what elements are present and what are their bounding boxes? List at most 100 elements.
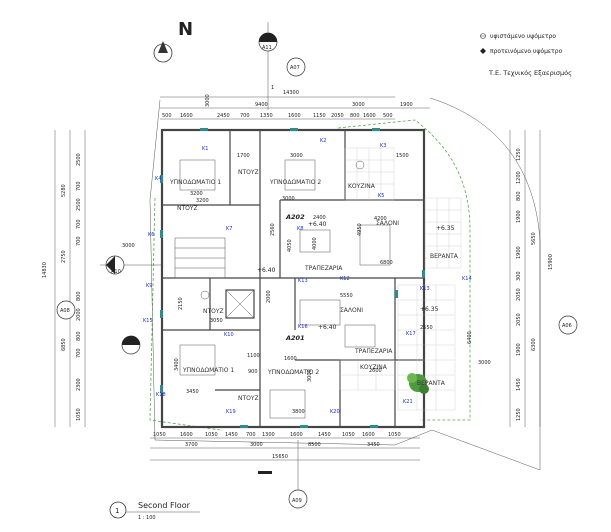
svg-text:3050: 3050 [210,318,223,324]
svg-text:1500: 1500 [396,153,409,159]
legend-proposed-level: προτεινόμενο υψόμετρο [490,48,563,55]
svg-text:6300: 6300 [531,338,537,351]
svg-text:500: 500 [162,113,172,119]
svg-text:3400: 3400 [174,358,180,371]
svg-text:1: 1 [271,85,274,91]
svg-text:K2: K2 [320,138,326,144]
svg-text:1450: 1450 [318,432,331,438]
window-markers [160,128,425,428]
svg-text:+6.40: +6.40 [257,267,276,274]
svg-text:15650: 15650 [272,454,288,460]
svg-text:3800: 3800 [292,409,305,415]
svg-text:2560: 2560 [270,223,276,236]
room-labels: ΥΠΝΟΔΩΜΑΤΙΟ 1 ΝΤΟΥΖ ΥΠΝΟΔΩΜΑΤΙΟ 2 ΚΟΥΖΙΝ… [169,169,459,402]
legend: υφιστάμενο υψόμετρο προτεινόμενο υψόμετρ… [480,33,572,77]
svg-text:3000: 3000 [478,360,491,366]
svg-text:2000: 2000 [76,308,82,321]
svg-text:K12: K12 [340,276,350,282]
bottom-dimensions: 1050 1600 1050 1450 700 1300 1600 1450 1… [150,432,420,461]
svg-text:6850: 6850 [61,338,67,351]
svg-text:+6.40: +6.40 [318,324,337,331]
svg-text:1600: 1600 [362,432,375,438]
svg-text:6400: 6400 [467,331,473,344]
svg-text:A11: A11 [262,45,272,51]
svg-text:4000: 4000 [312,237,318,250]
svg-text:2050: 2050 [516,313,522,326]
svg-text:3000: 3000 [290,153,303,159]
svg-text:3200: 3200 [190,191,203,197]
svg-text:2400: 2400 [313,215,326,221]
svg-text:300: 300 [516,271,522,281]
legend-datum: Τ.Ε. Τεχνικός Εξαερισμός [488,69,572,77]
svg-text:1700: 1700 [237,153,250,159]
svg-text:K9: K9 [146,283,152,289]
drawing-title: Second Floor [138,501,191,510]
section-marker-a08: A08 [56,300,76,320]
svg-text:2050: 2050 [516,288,522,301]
svg-text:1600: 1600 [363,113,376,119]
svg-text:A07: A07 [290,65,300,71]
drawing-scale: 1 : 100 [138,515,156,521]
svg-text:700: 700 [240,113,250,119]
north-arrow-icon [153,41,173,63]
svg-text:1050: 1050 [76,408,82,421]
svg-text:700: 700 [76,348,82,358]
svg-text:1250: 1250 [516,148,522,161]
svg-text:1050: 1050 [388,432,401,438]
svg-text:700: 700 [76,236,82,246]
svg-text:1050: 1050 [342,432,355,438]
svg-text:A08: A08 [60,308,70,314]
svg-text:1900: 1900 [516,246,522,259]
svg-text:1900: 1900 [516,343,522,356]
svg-text:2050: 2050 [331,113,344,119]
svg-text:3200: 3200 [196,198,209,204]
svg-text:1150: 1150 [313,113,326,119]
proposed-level-icon [480,48,486,54]
svg-text:700: 700 [76,219,82,229]
existing-level-icon [480,33,486,39]
svg-text:3450: 3450 [186,389,199,395]
section-marker-a11: A11 [258,22,278,110]
tile-grid-top [344,147,462,269]
svg-text:A10: A10 [111,269,121,275]
section-marker-a10: A10 [100,255,162,275]
svg-text:1200: 1200 [516,171,522,184]
svg-text:1050: 1050 [205,432,218,438]
svg-text:800: 800 [76,291,82,301]
section-marker-a09: A09 [288,440,308,509]
right-dimensions: 15900 5650 6300 1250 1200 800 1900 1900 … [509,130,554,427]
svg-text:1450: 1450 [516,378,522,391]
svg-text:1900: 1900 [516,210,522,223]
furniture [179,159,391,419]
drawing-number: 1 [115,507,119,515]
svg-text:A09: A09 [292,498,302,504]
svg-text:2500: 2500 [76,153,82,166]
svg-text:4050: 4050 [287,239,293,252]
svg-text:A06: A06 [562,323,572,329]
svg-text:K7: K7 [226,226,232,232]
svg-text:+6.35: +6.35 [420,306,439,313]
room-veranda-top: ΒΕΡΑΝΤΑ [430,253,459,260]
section-marker-a06: A06 [558,315,578,335]
svg-text:4950: 4950 [357,223,363,236]
window-tags: K1 K2 K3 K4 K5 K6 K7 K8 K9 K10 K12 K13 K… [143,138,472,415]
svg-text:1600: 1600 [288,113,301,119]
svg-text:K20: K20 [330,409,340,415]
svg-text:1600: 1600 [180,432,193,438]
svg-text:K13: K13 [420,286,430,292]
svg-text:1600: 1600 [284,356,297,362]
room-dining-top: ΤΡΑΠΕΖΑΡΙΑ [304,265,343,272]
svg-text:K1: K1 [202,146,208,152]
svg-text:K13: K13 [298,278,308,284]
svg-text:K19: K19 [226,409,236,415]
svg-text:3000: 3000 [205,94,211,107]
legend-existing-level: υφιστάμενο υψόμετρο [490,33,556,40]
svg-text:15900: 15900 [548,254,554,270]
landscape-boundary [337,119,471,421]
svg-text:1250: 1250 [516,408,522,421]
room-bedroom2-bottom: ΥΠΝΟΔΩΜΑΤΙΟ 2 [267,369,319,376]
planter-icon [407,373,429,394]
svg-text:800: 800 [350,113,360,119]
svg-text:K16: K16 [298,324,308,330]
svg-text:2550: 2550 [420,325,433,331]
